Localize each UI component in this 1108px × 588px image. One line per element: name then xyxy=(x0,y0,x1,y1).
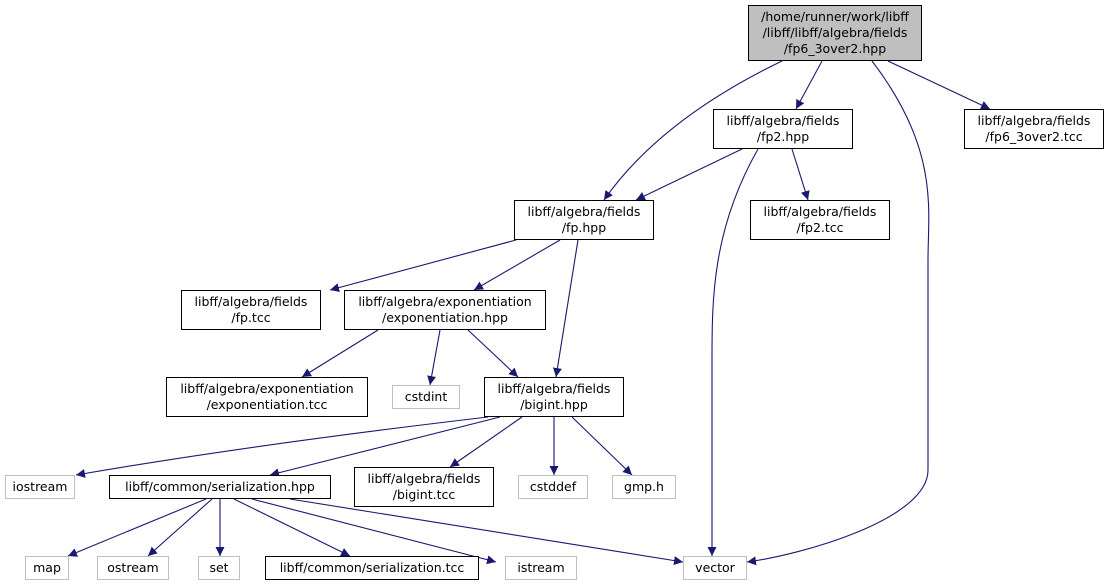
node-label-line: set xyxy=(209,560,229,575)
node-vector: vector xyxy=(683,556,747,580)
edge-fphpp-to-exphpp xyxy=(473,239,561,291)
edge-exphpp-to-biginthpp xyxy=(467,329,519,378)
edge-fp2hpp-to-fphpp xyxy=(635,148,743,201)
node-label-line: libff/algebra/fields xyxy=(367,471,481,486)
node-set: set xyxy=(198,556,240,580)
edge-exphpp-to-exptcc xyxy=(301,329,379,378)
edge-root-to-vector xyxy=(746,60,930,566)
node-label-line: /exponentiation.tcc xyxy=(206,397,328,412)
node-label-line: ostream xyxy=(107,560,159,575)
node-biginthpp[interactable]: libff/algebra/fields/bigint.hpp xyxy=(484,377,624,417)
node-exphpp[interactable]: libff/algebra/exponentiation/exponentiat… xyxy=(344,290,546,330)
node-ostream: ostream xyxy=(97,556,169,580)
node-iostream: iostream xyxy=(5,475,75,499)
edge-biginthpp-to-iostream xyxy=(75,416,489,478)
node-label-line: iostream xyxy=(12,479,68,494)
node-label-line: map xyxy=(33,560,61,575)
edge-fphpp-to-fptcc xyxy=(329,239,517,293)
edge-exphpp-to-cstdint xyxy=(427,329,441,386)
edge-biginthpp-to-serhpp xyxy=(269,416,501,478)
node-label-line: istream xyxy=(517,560,565,575)
node-label-line: libff/common/serialization.hpp xyxy=(125,479,315,494)
node-label-line: /fp6_3over2.hpp xyxy=(783,41,887,56)
node-label-line: /home/runner/work/libff xyxy=(761,9,909,24)
edge-fp2hpp-to-fp2tcc xyxy=(791,148,810,201)
edge-serhpp-to-map xyxy=(67,498,207,557)
node-label-line: gmp.h xyxy=(624,479,664,494)
node-biginttcc[interactable]: libff/algebra/fields/bigint.tcc xyxy=(354,467,494,507)
node-label-line: libff/algebra/exponentiation xyxy=(358,294,532,309)
edge-fphpp-to-biginthpp xyxy=(552,239,579,378)
node-label-line: libff/algebra/exponentiation xyxy=(180,381,354,396)
node-gmph: gmp.h xyxy=(612,475,676,499)
edge-serhpp-to-istream xyxy=(251,498,497,565)
edge-root-to-fp2hpp xyxy=(795,60,823,110)
node-label-line: /fp.tcc xyxy=(231,310,271,325)
node-label-line: vector xyxy=(695,560,735,575)
edge-root-to-fp6tcc xyxy=(887,60,991,110)
node-label-line: libff/algebra/fields xyxy=(194,294,308,309)
node-fphpp[interactable]: libff/algebra/fields/fp.hpp xyxy=(514,200,654,240)
node-label-line: libff/algebra/fields xyxy=(726,113,840,128)
node-label-line: libff/common/serialization.tcc xyxy=(279,560,465,575)
node-label-line: /libff/libff/algebra/fields xyxy=(762,25,908,40)
node-root[interactable]: /home/runner/work/libff/libff/libff/alge… xyxy=(748,5,922,61)
edge-fp2hpp-to-vector xyxy=(707,148,759,556)
node-fptcc[interactable]: libff/algebra/fields/fp.tcc xyxy=(181,290,321,330)
edge-biginthpp-to-gmph xyxy=(571,416,633,476)
node-label-line: libff/algebra/fields xyxy=(497,381,611,396)
node-exptcc[interactable]: libff/algebra/exponentiation/exponentiat… xyxy=(166,377,368,417)
node-label-line: /exponentiation.hpp xyxy=(382,310,508,325)
node-serhpp[interactable]: libff/common/serialization.hpp xyxy=(109,475,331,499)
node-label-line: libff/algebra/fields xyxy=(977,113,1091,128)
node-label-line: cstdint xyxy=(404,389,448,404)
edge-root-to-fphpp xyxy=(603,60,783,201)
edge-biginthpp-to-biginttcc xyxy=(449,416,523,468)
edge-serhpp-to-sertcc xyxy=(233,498,351,557)
node-label-line: /bigint.hpp xyxy=(520,397,588,412)
node-label-line: /fp2.tcc xyxy=(796,220,844,235)
edge-serhpp-to-ostream xyxy=(147,498,213,557)
node-label-line: libff/algebra/fields xyxy=(527,204,641,219)
node-label-line: cstddef xyxy=(529,479,577,494)
node-cstdint: cstdint xyxy=(392,385,460,409)
edge-serhpp-to-vector xyxy=(289,498,684,566)
node-label-line: /fp6_3over2.tcc xyxy=(985,129,1083,144)
node-fp2hpp[interactable]: libff/algebra/fields/fp2.hpp xyxy=(713,109,853,149)
node-sertcc[interactable]: libff/common/serialization.tcc xyxy=(265,556,479,580)
node-label-line: /fp2.hpp xyxy=(756,129,810,144)
node-cstddef: cstddef xyxy=(518,475,588,499)
node-map: map xyxy=(25,556,69,580)
node-fp2tcc[interactable]: libff/algebra/fields/fp2.tcc xyxy=(750,200,890,240)
node-istream: istream xyxy=(505,556,577,580)
node-fp6tcc[interactable]: libff/algebra/fields/fp6_3over2.tcc xyxy=(964,109,1104,149)
node-label-line: /fp.hpp xyxy=(561,220,607,235)
node-label-line: /bigint.tcc xyxy=(392,487,456,502)
node-label-line: libff/algebra/fields xyxy=(763,204,877,219)
